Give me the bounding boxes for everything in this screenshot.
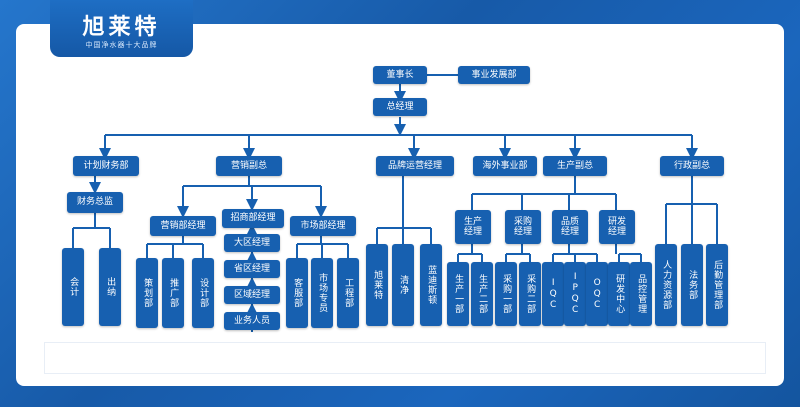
node-quality-control: 品控管理 [630,262,652,326]
node-production-1: 生产一部 [447,262,469,326]
node-finance-director: 财务总监 [67,192,123,213]
node-brand-qingjing: 清净 [392,244,414,326]
node-sales-manager: 营销部经理 [150,216,216,236]
node-salesman: 业务人员 [224,312,280,330]
node-oqc: OQC [586,262,608,326]
brand-subtitle: 中国净水器十大品牌 [85,41,158,49]
node-region-manager: 大区经理 [224,234,280,252]
node-general-manager: 总经理 [373,98,427,116]
node-chairman: 董事长 [373,66,427,84]
node-purchasing-1: 采购一部 [495,262,517,326]
node-business-development: 事业发展部 [458,66,530,84]
node-admin-vp: 行政副总 [660,156,724,176]
node-production-vp: 生产副总 [543,156,607,176]
node-design: 设计部 [192,258,214,328]
node-logistics: 后勤管理部 [706,244,728,326]
brand-logo-tab: 旭莱特 中国净水器十大品牌 [50,0,193,57]
node-plan-finance: 计划财务部 [73,156,139,176]
node-area-manager: 区域经理 [224,286,280,304]
node-purchasing-2: 采购二部 [519,262,541,326]
node-quality-manager: 品质 经理 [552,210,588,244]
node-ipqc: IPQC [564,262,586,326]
node-planning: 策划部 [136,258,158,328]
decorative-frame [44,342,766,374]
node-brand-xulaite: 旭莱特 [366,244,388,326]
node-cashier: 出纳 [99,248,121,326]
node-promotion: 推广部 [162,258,184,328]
node-market-manager: 市场部经理 [290,216,356,236]
node-production-manager: 生产 经理 [455,210,491,244]
node-customer-service: 客服部 [286,258,308,328]
node-human-resources: 人力资源部 [655,244,677,326]
node-market-specialist: 市场专员 [311,258,333,328]
node-engineering: 工程部 [337,258,359,328]
node-overseas: 海外事业部 [473,156,537,176]
node-rd-center: 研发中心 [608,262,630,326]
node-legal: 法务部 [681,244,703,326]
node-brand-manager: 品牌运营经理 [376,156,454,176]
node-brand-landisidun: 蓝迪斯顿 [420,244,442,326]
node-investment-manager: 招商部经理 [222,209,284,228]
node-purchasing-manager: 采购 经理 [505,210,541,244]
node-accounting: 会计 [62,248,84,326]
brand-title: 旭莱特 [82,15,161,40]
node-sales-vp: 营销副总 [216,156,282,176]
node-production-2: 生产二部 [471,262,493,326]
node-province-manager: 省区经理 [224,260,280,278]
node-iqc: IQC [542,262,564,326]
node-rd-manager: 研发 经理 [599,210,635,244]
